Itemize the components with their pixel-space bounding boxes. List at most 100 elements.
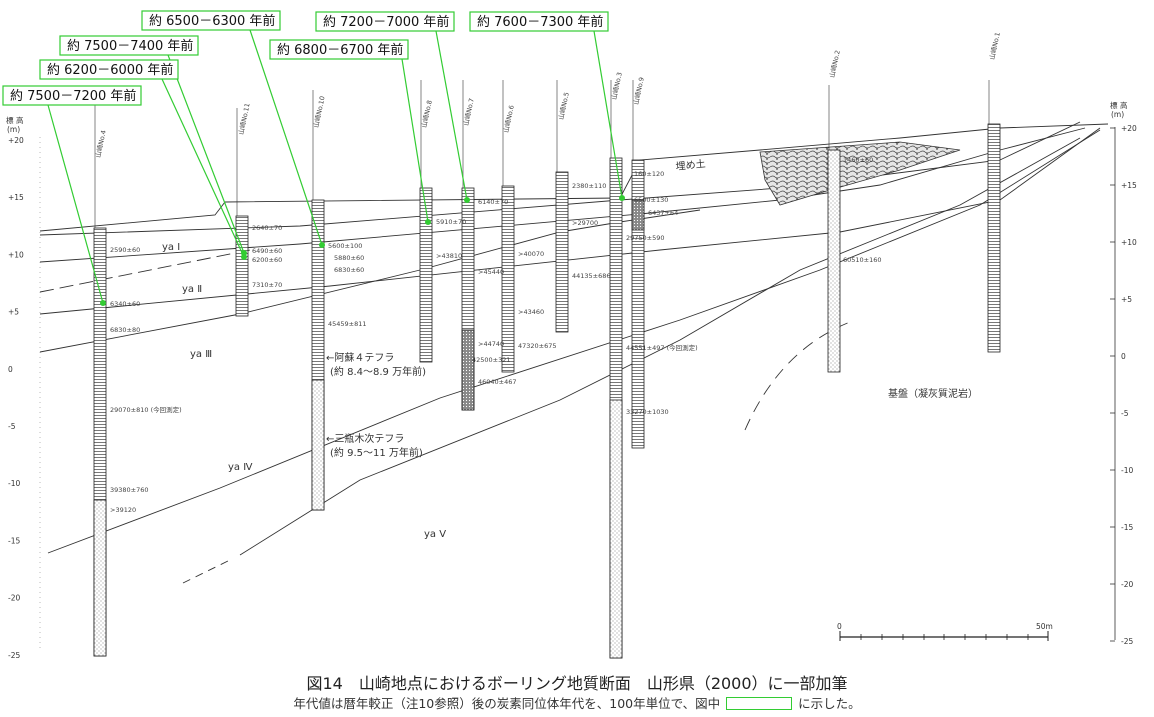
caption-note-before: 年代値は暦年較正（注10参照）後の炭素同位体年代を、100年単位で、図中 [293,696,721,711]
radiocarbon-dates: 2590±60 6340±60 6830±80 29070±810 (今回測定)… [110,156,882,514]
bore-name: 山崎No.10 [311,95,326,128]
axis-tick-label: 0 [8,365,13,374]
axis-title-char: 高 [16,115,24,125]
callout-text: 約 6500－6300 年前 [149,13,275,29]
date-label: 160±120 [634,170,664,178]
axis-tick-label: +15 [1121,181,1137,190]
date-label: 5600±100 [328,242,362,250]
bore-column: 山崎No.4 [93,100,108,657]
axis-tick-label: -20 [8,594,20,603]
figure-caption-note: 年代値は暦年較正（注10参照）後の炭素同位体年代を、100年単位で、図中 に示した… [0,693,1154,712]
date-label: 44135±686 [572,272,611,280]
callout: 約 6200－6000 年前 [39,59,247,260]
bedrock-label: 基盤（凝灰質泥岩） [888,387,978,400]
date-label: 45459±811 [328,320,367,328]
date-label: 29750±590 [626,234,665,242]
bedrock-contact-dashed [744,321,851,431]
bedrock-boundary-dashed [182,559,231,584]
tephra-annotations: ←阿蘇４テフラ (約 8.4～8.9 万年前) ←三瓶木次テフラ (約 9.5～… [326,351,978,459]
axis-tick-label: -5 [8,422,16,431]
tephra-aso4-age: (約 8.4～8.9 万年前) [330,365,426,378]
callout-text: 約 7500－7200 年前 [10,88,136,104]
callout: 約 7500－7200 年前 [2,85,142,306]
green-callouts: 約 6500－6300 年前 約 7200－7000 年前 約 7600－730… [2,10,625,306]
axis-tick-label: +10 [8,250,24,259]
boundary-ya4-ya5 [47,129,1101,554]
bore-column: 山崎No.9 [631,76,646,449]
date-label: 44551±497 (今回測定) [626,343,698,352]
axis-tick-label: -15 [8,536,20,545]
bore-column: 山崎No.10 [311,90,327,511]
date-label: >45440 [478,268,504,276]
unit-label: ya Ⅲ [190,349,212,360]
date-label: >39120 [110,506,136,514]
axis-unit: (m) [7,125,20,134]
axis-tick-label: +20 [8,136,24,145]
bore-name: 山崎No.6 [501,104,516,133]
axis-unit: (m) [1111,110,1124,119]
right-elevation-axis: 標 高 (m) +20+15+10+50-5-10-15-20-25 [1110,100,1137,646]
date-label: 2640±70 [252,224,282,232]
callout: 約 7500－7400 年前 [59,35,247,256]
axis-tick-label: +20 [1121,124,1137,133]
date-label: 6200±60 [252,256,282,264]
callout-text: 約 7500－7400 年前 [67,38,193,54]
fill-deposit [759,141,961,206]
unit-label: ya Ⅱ [182,284,202,295]
boundary-ya1-ya2-dashed [39,249,251,293]
date-label: >44740 [478,340,504,348]
date-label: 2590±60 [110,246,140,254]
tephra-sanbe-label: ←三瓶木次テフラ [326,432,404,445]
axis-tick-label: -10 [8,479,20,488]
callout: 約 6500－6300 年前 [141,10,325,248]
bore-name: 山崎No.1 [987,31,1002,60]
date-label: 6500±130 [634,196,668,204]
left-elevation-axis: 標 高 (m) +20+15+10+50-5-10-15-20-25 [6,115,41,660]
tephra-aso4-label: ←阿蘇４テフラ [326,351,394,364]
axis-tick-label: -20 [1121,580,1133,589]
fill-label: 埋め土 [675,157,706,173]
axis-title-char: 標 [1110,100,1118,110]
scale-bar: 0 50m [837,622,1053,641]
bore-column: 山崎No.11 [235,102,252,317]
axis-title-char: 高 [1120,100,1128,110]
caption-note-after: に示した。 [798,696,861,711]
axis-tick-label: +15 [8,193,24,202]
date-label: >29700 [572,219,598,227]
date-label: 6140±70 [478,198,508,206]
axis-tick-label: -15 [1121,523,1133,532]
callout-text: 約 6800－6700 年前 [277,42,403,58]
bore-name: 山崎No.8 [419,99,434,128]
bore-column: 山崎No.5 [555,80,571,333]
callout-text: 約 7600－7300 年前 [477,14,603,30]
bore-column: 山崎No.6 [501,80,516,373]
callout: 約 6800－6700 年前 [269,39,431,225]
date-label: 60510±160 [843,256,882,264]
axis-tick-label: -25 [8,651,20,660]
axis-tick-label: -10 [1121,466,1133,475]
bore-name: 山崎No.7 [461,97,476,126]
axis-tick-label: -5 [1121,409,1129,418]
green-box-legend [726,697,793,710]
date-label: >43810 [436,252,462,260]
bore-name: 山崎No.9 [631,76,646,105]
axis-tick-label: +10 [1121,238,1137,247]
date-label: 39380±760 [110,486,149,494]
date-label: 7310±70 [252,281,282,289]
tephra-sanbe-age: (約 9.5～11 万年前) [330,446,423,459]
bore-column: 山崎No.3 [609,71,624,659]
callout-text: 約 6200－6000 年前 [47,62,173,78]
bore-name: 山崎No.4 [93,129,108,158]
date-label: 6490±60 [252,247,282,255]
bedrock-boundary [239,137,1081,556]
boundary-ya1-top [39,121,1081,236]
date-label: 33270±1030 [626,408,669,416]
date-label: 6830±60 [334,266,364,274]
figure-caption-title: 図14 山崎地点におけるボーリング地質断面 山形県（2000）に一部加筆 [306,674,848,693]
axis-tick-label: +5 [8,308,19,317]
date-label: 47320±675 [518,342,557,350]
boreholes: 山崎No.4 山崎No.11 山崎No.10 山崎No.8 山崎No.7 [93,31,1002,659]
date-label: 1460±60 [843,156,873,164]
boundary-ya2-ya3 [39,127,1101,315]
date-label: >40070 [518,250,544,258]
